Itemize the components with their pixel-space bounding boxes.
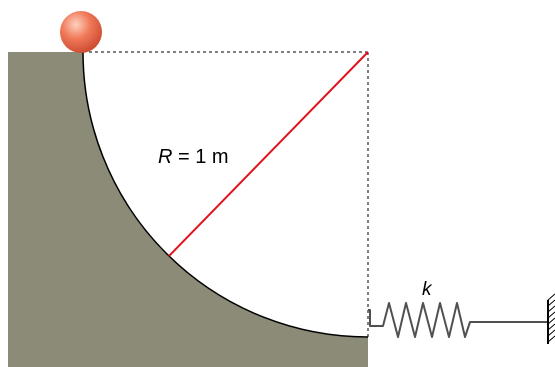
radius-line [168,51,369,257]
spring-constant-label: k [422,279,433,300]
track-curve-edge [82,51,369,338]
radius-value: = 1 m [172,146,228,168]
spring [368,302,548,338]
radius-label: R = 1 m [158,146,229,168]
wall-hatching [547,293,555,343]
curved-track-block [8,52,368,367]
radius-variable: R [158,146,172,168]
ball [60,11,102,53]
